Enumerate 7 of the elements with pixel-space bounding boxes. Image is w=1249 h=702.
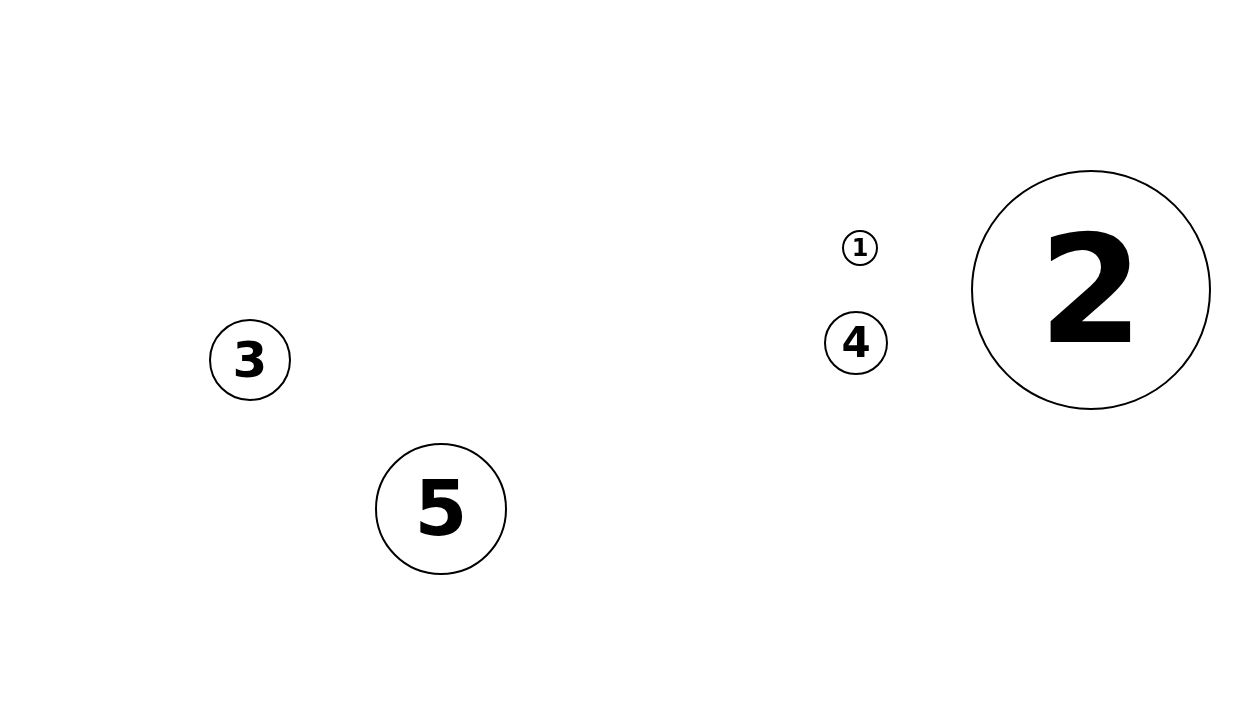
number-label: 5 (414, 471, 468, 547)
number-circle (824, 311, 888, 375)
number-label: 3 (232, 335, 268, 385)
number-label: 2 (1038, 215, 1144, 365)
number-label: 4 (841, 322, 871, 364)
number-circle (842, 230, 878, 266)
number-label: 1 (851, 236, 869, 260)
